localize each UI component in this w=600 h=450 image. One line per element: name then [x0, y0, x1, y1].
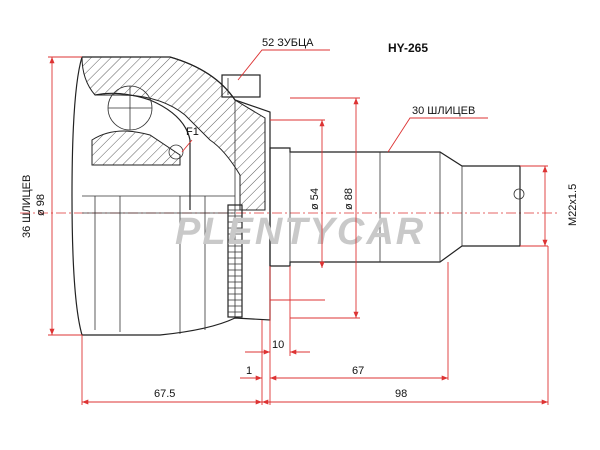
shaft-diameter-dimensions: ø 54 ø 88: [270, 97, 360, 319]
inner-splines-label: 36 ШЛИЦЕВ: [21, 175, 33, 238]
outer-diameter-value: ø 98: [35, 194, 47, 216]
detail-f1-circle: [168, 144, 184, 160]
thread-dimension: M22x1.5: [520, 165, 579, 247]
detail-f1-callout: F1: [181, 126, 199, 153]
length-10-value: 10: [272, 339, 284, 351]
length-67-value: 67: [352, 365, 364, 377]
part-code: HY-265: [388, 41, 428, 55]
watermark: PLENTYCAR: [175, 211, 425, 253]
abs-ring: [221, 74, 261, 318]
bell-housing: [71, 56, 271, 336]
length-1-value: 1: [246, 365, 252, 377]
outer-splines-callout: 30 ШЛИЦЕВ: [387, 105, 488, 153]
length-98-value: 98: [395, 388, 407, 400]
abs-teeth-label: 52 ЗУБЦА: [262, 37, 314, 49]
outer-diameter-dimension: ø 98 36 ШЛИЦЕВ: [21, 56, 82, 336]
length-dimensions: 10 1 67 67.5 98: [81, 246, 549, 405]
length-67-5-value: 67.5: [154, 388, 175, 400]
cotter-pin-hole: [513, 188, 525, 200]
outer-splines-label: 30 ШЛИЦЕВ: [412, 105, 475, 117]
diameter-88-value: ø 88: [343, 188, 355, 210]
abs-teeth-callout: 52 ЗУБЦА: [237, 37, 330, 81]
detail-f1-label: F1: [186, 126, 199, 138]
diameter-54-value: ø 54: [309, 188, 321, 210]
thread-value: M22x1.5: [567, 184, 579, 226]
